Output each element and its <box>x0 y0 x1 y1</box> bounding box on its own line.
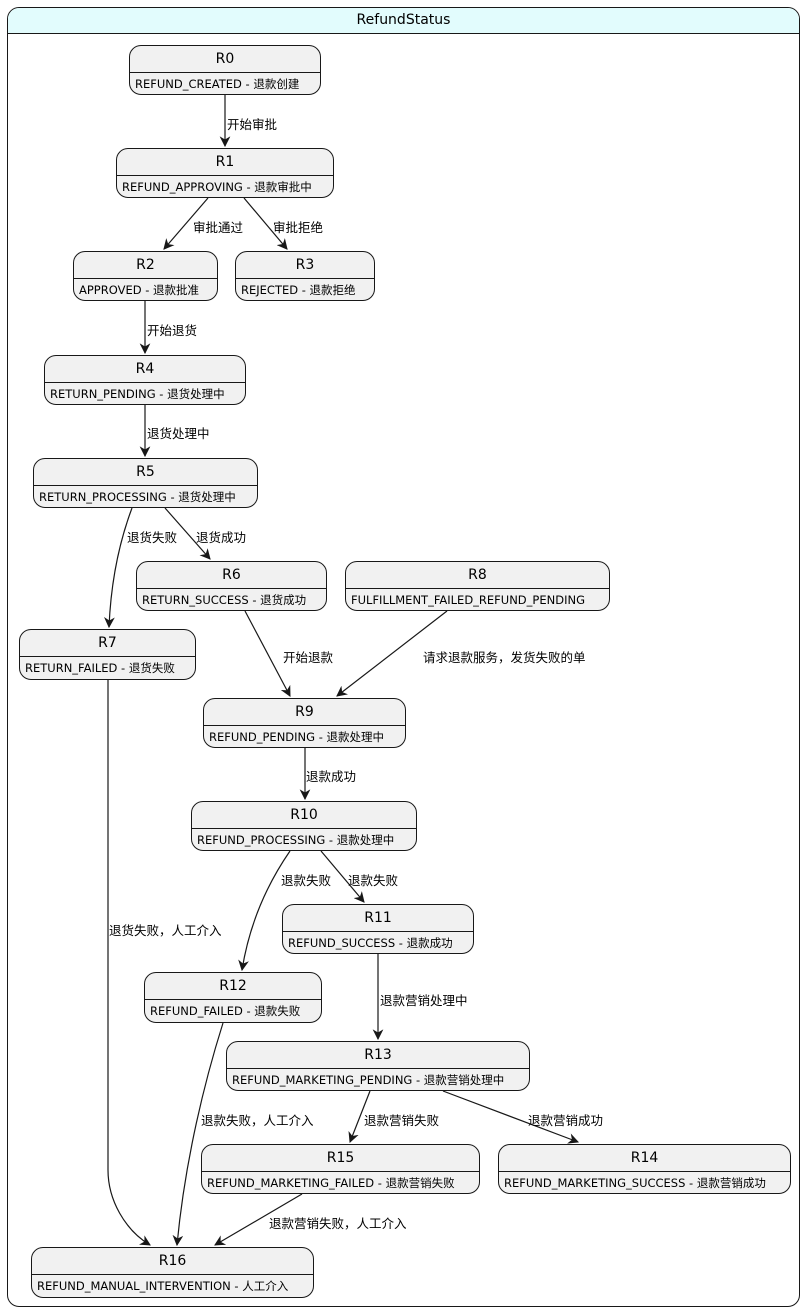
state-r8: R8 FULFILLMENT_FAILED_REFUND_PENDING <box>345 561 610 611</box>
transition-arrow <box>163 197 209 250</box>
state-r13-desc: REFUND_MARKETING_PENDING - 退款营销处理中 <box>232 1073 505 1087</box>
transition-label: 退款营销失败，人工介入 <box>269 1216 407 1231</box>
state-r7-desc: RETURN_FAILED - 退货失败 <box>25 661 175 675</box>
transition-arrow <box>320 850 365 903</box>
transition-label: 退款营销处理中 <box>380 993 468 1008</box>
state-r6-desc: RETURN_SUCCESS - 退货成功 <box>142 593 307 607</box>
state-r6: R6 RETURN_SUCCESS - 退货成功 <box>136 561 327 611</box>
transition-label: 退款成功 <box>306 769 357 784</box>
transition-label: 退货失败 <box>127 530 178 545</box>
state-r6-name: R6 <box>137 562 326 589</box>
transition-label: 退款失败 <box>281 873 332 888</box>
transition-label: 退货失败，人工介入 <box>109 923 222 938</box>
state-r8-name: R8 <box>346 562 609 589</box>
state-r3-name: R3 <box>236 252 374 279</box>
state-r12: R12 REFUND_FAILED - 退款失败 <box>144 972 322 1023</box>
transition-label: 退款营销失败 <box>364 1113 440 1128</box>
transition-arrow <box>348 1090 371 1144</box>
state-r4-name: R4 <box>45 356 245 383</box>
state-r9: R9 REFUND_PENDING - 退款处理中 <box>203 698 406 748</box>
transition-label: 开始退货 <box>147 323 198 338</box>
transition-label: 退款失败，人工介入 <box>201 1113 314 1128</box>
state-r15: R15 REFUND_MARKETING_FAILED - 退款营销失败 <box>201 1144 480 1194</box>
state-r14-desc: REFUND_MARKETING_SUCCESS - 退款营销成功 <box>504 1176 766 1190</box>
transition-arrow <box>238 850 291 972</box>
state-r7-name: R7 <box>20 630 195 657</box>
transition-arrow <box>172 1022 224 1247</box>
transition-arrow <box>104 507 133 629</box>
transition-arrow <box>442 1090 580 1144</box>
state-r13-name: R13 <box>227 1042 529 1069</box>
state-r4-desc: RETURN_PENDING - 退货处理中 <box>50 387 225 401</box>
transition-arrow <box>244 610 291 697</box>
state-r2-desc: APPROVED - 退款批准 <box>79 283 200 297</box>
state-r16-name: R16 <box>32 1248 313 1275</box>
transition-label: 退货处理中 <box>147 426 210 441</box>
state-r5: R5 RETURN_PROCESSING - 退货处理中 <box>33 458 258 508</box>
state-r7: R7 RETURN_FAILED - 退货失败 <box>19 629 196 680</box>
state-r15-desc: REFUND_MARKETING_FAILED - 退款营销失败 <box>207 1176 455 1190</box>
state-r15-name: R15 <box>202 1145 479 1172</box>
state-r14: R14 REFUND_MARKETING_SUCCESS - 退款营销成功 <box>498 1144 791 1194</box>
state-r11-name: R11 <box>283 905 473 932</box>
state-r9-desc: REFUND_PENDING - 退款处理中 <box>209 730 385 744</box>
state-r1-desc: REFUND_APPROVING - 退款审批中 <box>122 180 312 194</box>
transition-label: 退款失败 <box>348 873 399 888</box>
state-r5-name: R5 <box>34 459 257 486</box>
state-r8-desc: FULFILLMENT_FAILED_REFUND_PENDING <box>351 593 585 607</box>
state-r3-desc: REJECTED - 退款拒绝 <box>241 283 356 297</box>
state-r5-desc: RETURN_PROCESSING - 退货处理中 <box>39 490 236 504</box>
transition-label: 请求退款服务，发货失败的单 <box>423 650 586 665</box>
transition-arrow <box>164 507 211 560</box>
transition-label: 退款营销成功 <box>528 1113 604 1128</box>
state-r2-name: R2 <box>74 252 217 279</box>
state-r16: R16 REFUND_MANUAL_INTERVENTION - 人工介入 <box>31 1247 314 1298</box>
state-r1: R1 REFUND_APPROVING - 退款审批中 <box>116 148 334 198</box>
state-r11-desc: REFUND_SUCCESS - 退款成功 <box>288 936 453 950</box>
state-r0: R0 REFUND_CREATED - 退款创建 <box>129 45 321 95</box>
state-r1-name: R1 <box>117 149 333 176</box>
state-r12-name: R12 <box>145 973 321 1000</box>
state-r10-name: R10 <box>192 802 416 829</box>
transition-arrow <box>214 1193 303 1246</box>
transition-arrow <box>107 680 151 1246</box>
state-r4: R4 RETURN_PENDING - 退货处理中 <box>44 355 246 405</box>
state-r10-desc: REFUND_PROCESSING - 退款处理中 <box>197 833 395 847</box>
state-r12-desc: REFUND_FAILED - 退款失败 <box>150 1004 301 1018</box>
transition-arrow <box>336 610 448 697</box>
transition-arrow <box>243 197 288 250</box>
state-r10: R10 REFUND_PROCESSING - 退款处理中 <box>191 801 417 851</box>
state-r16-desc: REFUND_MANUAL_INTERVENTION - 人工介入 <box>37 1279 289 1293</box>
transition-label: 开始审批 <box>227 117 278 132</box>
transition-label: 开始退款 <box>283 650 334 665</box>
state-r0-desc: REFUND_CREATED - 退款创建 <box>135 77 300 91</box>
transition-label: 审批通过 <box>193 220 244 235</box>
diagram-title: RefundStatus <box>8 8 799 34</box>
state-r2: R2 APPROVED - 退款批准 <box>73 251 218 301</box>
transition-label: 退货成功 <box>196 530 247 545</box>
state-r14-name: R14 <box>499 1145 790 1172</box>
state-r0-name: R0 <box>130 46 320 73</box>
state-r13: R13 REFUND_MARKETING_PENDING - 退款营销处理中 <box>226 1041 530 1091</box>
state-r11: R11 REFUND_SUCCESS - 退款成功 <box>282 904 474 954</box>
state-r9-name: R9 <box>204 699 405 726</box>
transition-label: 审批拒绝 <box>273 220 324 235</box>
state-r3: R3 REJECTED - 退款拒绝 <box>235 251 375 301</box>
